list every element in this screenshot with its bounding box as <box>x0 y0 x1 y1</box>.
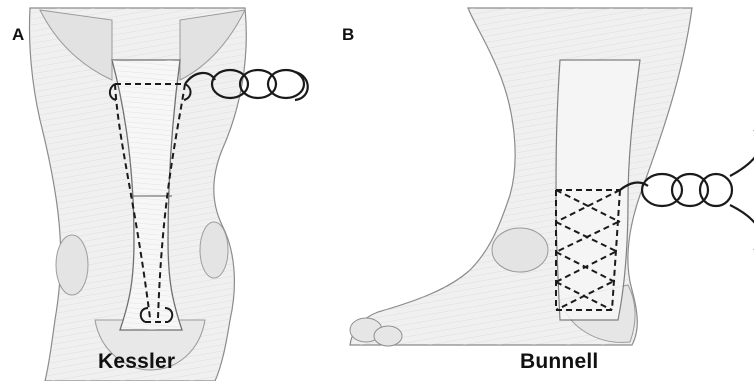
panel-b-malleolus <box>492 228 548 272</box>
panel-a-illustration <box>29 8 307 381</box>
panel-b-letter: B <box>342 25 354 45</box>
panel-b-caption: Bunnell <box>520 350 598 374</box>
panel-b-illustration <box>350 8 754 346</box>
panel-a-medial-malleolus <box>56 235 88 295</box>
panel-b-toe <box>374 326 402 346</box>
panel-a-lateral-malleolus <box>200 222 228 278</box>
panel-a-letter: A <box>12 25 24 45</box>
panel-a-caption: Kessler <box>98 350 175 374</box>
